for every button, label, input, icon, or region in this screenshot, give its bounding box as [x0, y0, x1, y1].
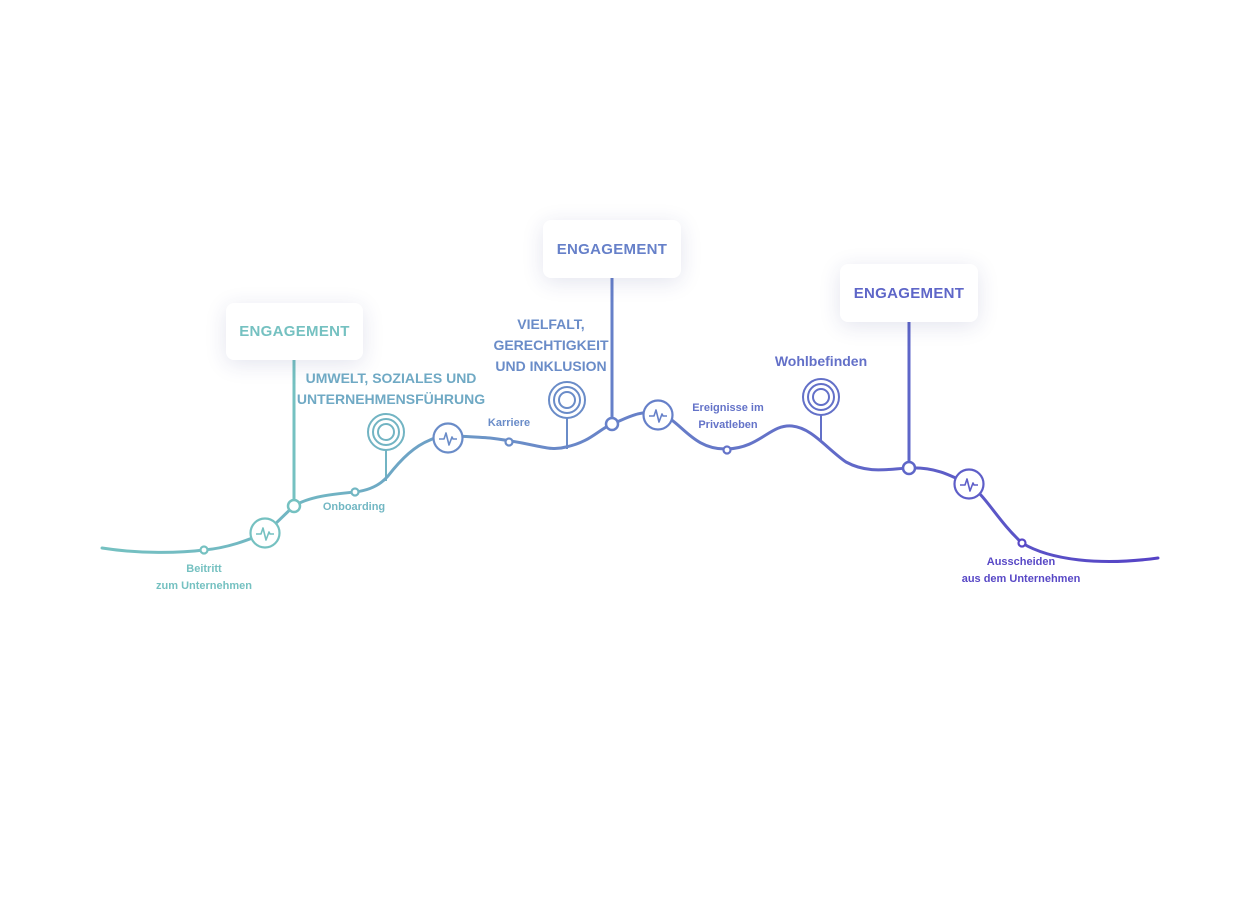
milestone-beitritt-line1: Beitritt: [186, 563, 222, 575]
pulse-icon: [432, 422, 464, 454]
target-icon: [548, 381, 586, 419]
milestone-ereignisse-line2: Privatleben: [698, 419, 758, 431]
topic-umwelt-label: UMWELT, SOZIALES UND UNTERNEHMENSFÜHRUNG: [292, 368, 490, 410]
milestone-karriere-label: Karriere: [487, 417, 531, 429]
topic-umwelt-line2: UNTERNEHMENSFÜHRUNG: [296, 391, 486, 407]
target-icon: [802, 378, 840, 416]
topic-vielfalt-line1: VIELFALT,: [517, 316, 585, 332]
milestone-beitritt-label: Beitritt zum Unternehmen: [144, 561, 264, 595]
ausscheiden-dot: [1017, 538, 1027, 548]
engagement-card-1: ENGAGEMENT: [226, 303, 363, 360]
engagement-card-2: ENGAGEMENT: [543, 220, 681, 278]
topic-vielfalt-line3: UND INKLUSION: [495, 358, 607, 374]
target-icon: [367, 413, 405, 451]
ereignisse-dot: [722, 445, 732, 455]
beitritt-dot: [199, 545, 209, 555]
engagement-card-3: ENGAGEMENT: [840, 264, 978, 322]
milestone-ausscheiden-line2: aus dem Unternehmen: [961, 573, 1081, 585]
milestone-ereignisse-line1: Ereignisse im: [692, 402, 764, 414]
pulse-icon: [953, 468, 985, 500]
pulse-icon: [249, 517, 281, 549]
topic-vielfalt-line2: GERECHTIGKEIT: [493, 337, 609, 353]
topic-wohlbefinden-label: Wohlbefinden: [774, 353, 868, 369]
milestone-ausscheiden-line1: Ausscheiden: [986, 556, 1056, 568]
engagement-node-2: [604, 416, 620, 432]
milestone-ereignisse-label: Ereignisse im Privatleben: [678, 400, 778, 434]
milestone-ausscheiden-label: Ausscheiden aus dem Unternehmen: [951, 554, 1091, 588]
milestone-onboarding-label: Onboarding: [322, 501, 386, 513]
topic-umwelt-line1: UMWELT, SOZIALES UND: [305, 370, 477, 386]
engagement-card-label: ENGAGEMENT: [239, 323, 350, 340]
engagement-card-label: ENGAGEMENT: [853, 284, 965, 302]
karriere-dot: [504, 437, 514, 447]
engagement-node-3: [901, 460, 917, 476]
topic-vielfalt-label: VIELFALT, GERECHTIGKEIT UND INKLUSION: [486, 314, 616, 377]
engagement-node-1: [286, 498, 302, 514]
onboarding-dot: [350, 487, 360, 497]
pulse-icon: [642, 399, 674, 431]
milestone-beitritt-line2: zum Unternehmen: [156, 580, 252, 592]
engagement-card-label: ENGAGEMENT: [556, 240, 668, 258]
